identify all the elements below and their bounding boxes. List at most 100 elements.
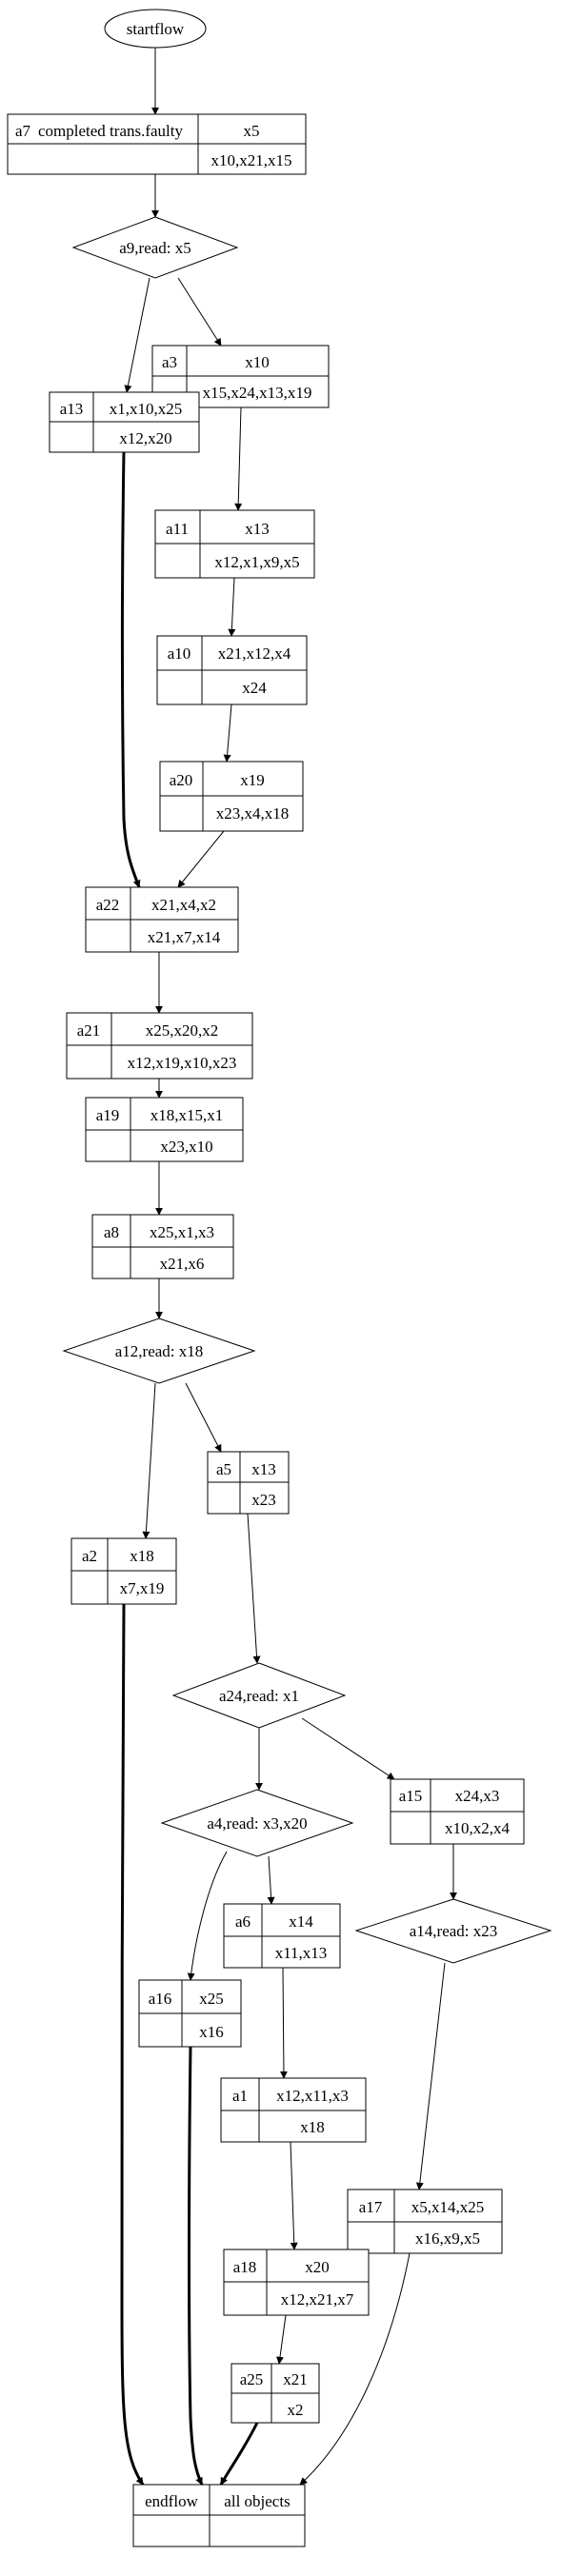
end-node: endflow all objects xyxy=(132,2484,306,2547)
node-a11-id: a11 xyxy=(166,520,189,538)
node-a1: a1 x12,x11,x3 x18 xyxy=(220,2077,367,2143)
node-a22-id: a22 xyxy=(96,896,120,914)
node-a3-c2: x15,x24,x13,x19 xyxy=(203,384,312,402)
node-a13-id: a13 xyxy=(60,400,84,418)
node-a2: a2 x18 x7,x19 xyxy=(70,1537,177,1605)
node-a10-c2: x24 xyxy=(242,679,267,697)
edge-a12-a5 xyxy=(185,1382,222,1453)
node-a7-write: completed trans.faulty xyxy=(38,122,184,140)
node-a11-c2: x12,x1,x9,x5 xyxy=(214,553,299,571)
decision-a24: a24,read: x1 xyxy=(171,1662,347,1729)
edge-a6-a1 xyxy=(279,1967,288,2079)
decision-a14: a14,read: x23 xyxy=(354,1898,552,1964)
node-a19-c2: x23,x10 xyxy=(160,1138,212,1156)
node-a21-c2: x12,x19,x10,x23 xyxy=(128,1054,237,1072)
node-a25-c2: x2 xyxy=(288,2401,304,2419)
node-a25-id: a25 xyxy=(240,2370,264,2388)
decision-a9: a9,read: x5 xyxy=(71,216,239,279)
node-a2-c1: x18 xyxy=(130,1547,154,1565)
edge-a11-a10 xyxy=(228,577,236,637)
node-a7-c2: x10,x21,x15 xyxy=(211,151,292,169)
decision-a4: a4,read: x3,x20 xyxy=(160,1789,354,1857)
node-a17-c2: x16,x9,x5 xyxy=(415,2229,480,2248)
node-a16: a16 x25 x16 xyxy=(138,1979,242,2048)
node-a19: a19 x18,x15,x1 x23,x10 xyxy=(85,1097,244,1162)
edge-a5-a24 xyxy=(247,1513,261,1664)
decision-a12-label: a12,read: x18 xyxy=(115,1342,204,1360)
node-a18-id: a18 xyxy=(233,2258,257,2276)
node-a18-c1: x20 xyxy=(305,2258,330,2276)
decision-a9-label: a9,read: x5 xyxy=(119,239,191,257)
decision-a24-label: a24,read: x1 xyxy=(219,1687,299,1705)
edge-a25-end-thick xyxy=(219,2422,259,2486)
node-a10-c1: x21,x12,x4 xyxy=(218,644,291,663)
node-a15-c2: x10,x2,x4 xyxy=(445,1819,511,1837)
node-a18: a18 x20 x12,x21,x7 xyxy=(223,2249,370,2316)
node-a3-c1: x10 xyxy=(245,353,270,371)
node-a25: a25 x21 x2 xyxy=(230,2363,320,2424)
end-label: endflow xyxy=(145,2492,198,2510)
edge-a4-a6 xyxy=(267,1855,275,1905)
node-a7-c1: x5 xyxy=(244,122,260,140)
node-a22-c1: x21,x4,x2 xyxy=(151,896,216,914)
end-objects-label: all objects xyxy=(224,2492,290,2510)
decision-a4-label: a4,read: x3,x20 xyxy=(207,1814,307,1833)
node-a10-id: a10 xyxy=(168,644,191,663)
node-a25-c1: x21 xyxy=(283,2370,308,2388)
node-a7-id: a7 xyxy=(15,122,31,140)
node-a13: a13 x1,x10,x25 x12,x20 xyxy=(49,391,200,453)
node-a8-c2: x21,x6 xyxy=(160,1255,205,1273)
node-a11: a11 x13 x12,x1,x9,x5 xyxy=(154,509,315,579)
node-a16-c1: x25 xyxy=(199,1990,224,2008)
node-a22: a22 x21,x4,x2 x21,x7,x14 xyxy=(85,886,239,953)
edge-a2-end-thick xyxy=(120,1603,145,2486)
node-a17-c1: x5,x14,x25 xyxy=(411,2198,485,2216)
node-a5-c1: x13 xyxy=(251,1460,276,1478)
node-a18-c2: x12,x21,x7 xyxy=(281,2290,354,2308)
node-a1-id: a1 xyxy=(232,2087,248,2105)
node-a13-c1: x1,x10,x25 xyxy=(110,400,183,418)
edge-a3-a11 xyxy=(234,406,243,511)
edge-a12-a2 xyxy=(142,1382,156,1539)
node-a22-c2: x21,x7,x14 xyxy=(148,928,221,946)
node-a15: a15 x24,x3 x10,x2,x4 xyxy=(390,1778,525,1845)
node-a13-c2: x12,x20 xyxy=(119,429,171,447)
edge-a10-a20 xyxy=(223,703,232,763)
edge-a9-a13 xyxy=(124,277,150,393)
edge-a14-a17 xyxy=(415,1962,446,2190)
edge-a4-a16 xyxy=(187,1851,228,1981)
node-a6-id: a6 xyxy=(235,1912,250,1931)
edge-a24-a15 xyxy=(301,1717,395,1780)
node-a6-c1: x14 xyxy=(289,1912,313,1931)
node-a5-c2: x23 xyxy=(251,1491,276,1509)
node-a17-id: a17 xyxy=(359,2198,383,2216)
node-a20: a20 x19 x23,x4,x18 xyxy=(159,761,304,832)
node-a21-id: a21 xyxy=(77,1021,101,1040)
edge-a17-end xyxy=(299,2252,411,2486)
node-a6-c2: x11,x13 xyxy=(275,1944,328,1962)
node-a1-c1: x12,x11,x3 xyxy=(276,2087,349,2105)
node-a19-c1: x18,x15,x1 xyxy=(150,1106,224,1124)
node-a3-id: a3 xyxy=(162,353,177,371)
node-a5: a5 x13 x23 xyxy=(207,1451,290,1515)
node-a2-id: a2 xyxy=(82,1547,97,1565)
node-a19-id: a19 xyxy=(96,1106,120,1124)
node-a8-c1: x25,x1,x3 xyxy=(150,1223,214,1241)
node-a16-c2: x16 xyxy=(199,2023,224,2041)
node-a7: a7 completed trans.faulty x5 x10,x21,x15 xyxy=(7,113,307,175)
decision-a14-label: a14,read: x23 xyxy=(410,1922,498,1940)
decision-a12: a12,read: x18 xyxy=(62,1318,256,1384)
node-a8-id: a8 xyxy=(104,1223,119,1241)
edge-a1-a18 xyxy=(290,2141,298,2250)
node-a1-c2: x18 xyxy=(300,2118,325,2136)
edge-a13-a22-thick xyxy=(121,451,141,888)
node-a21: a21 x25,x20,x2 x12,x19,x10,x23 xyxy=(66,1012,253,1080)
node-a16-id: a16 xyxy=(149,1990,172,2008)
node-a10: a10 x21,x12,x4 x24 xyxy=(156,635,308,705)
node-a20-id: a20 xyxy=(170,771,193,789)
node-a17: a17 x5,x14,x25 x16,x9,x5 xyxy=(347,2189,503,2254)
start-label: startflow xyxy=(127,20,185,38)
node-a11-c1: x13 xyxy=(245,520,270,538)
edge-a18-a25 xyxy=(276,2314,287,2365)
node-a5-id: a5 xyxy=(216,1460,231,1478)
